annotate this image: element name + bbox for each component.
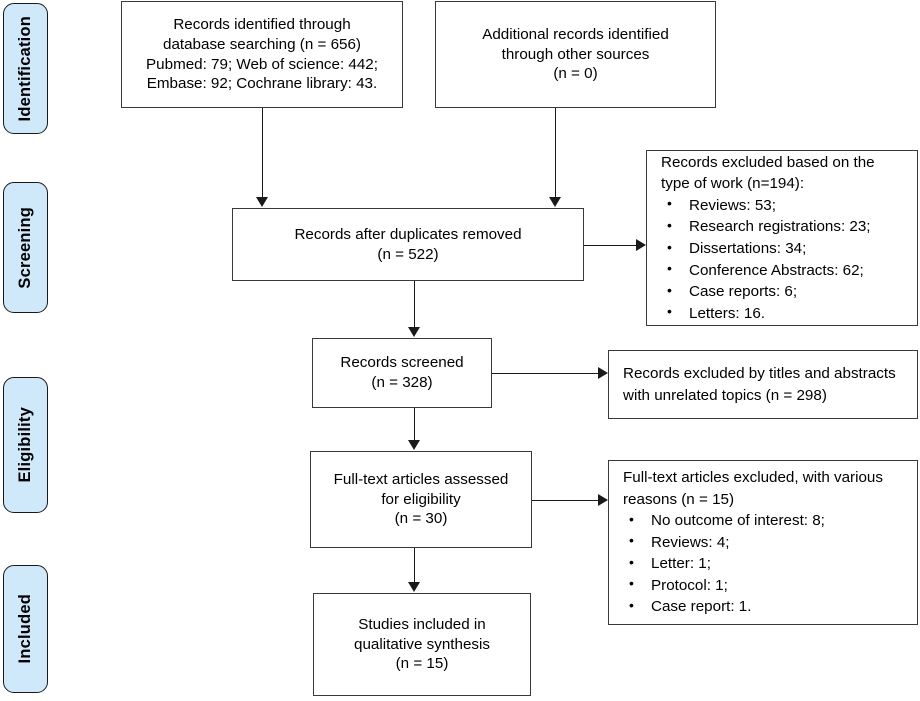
connector-screened-to-excluded-titles	[492, 373, 598, 374]
box-line: for eligibility	[381, 490, 461, 508]
stage-label-included: Included	[16, 594, 35, 664]
connector-duplicates-to-excluded-type	[584, 245, 636, 246]
list-item: Conference Abstracts: 62;	[661, 259, 871, 282]
list-item: No outcome of interest: 8;	[623, 510, 825, 532]
box-line: Pubmed: 79; Web of science: 442;	[146, 55, 378, 73]
list-item: Reviews: 53;	[661, 194, 871, 217]
box-line: with unrelated topics (n = 298)	[623, 386, 827, 404]
list-item: Protocol: 1;	[623, 574, 825, 597]
box-line: type of work (n=194):	[661, 175, 805, 193]
exclusion-reason-list: No outcome of interest: 8; Reviews: 4; L…	[623, 510, 825, 618]
connector-fulltext-to-excluded	[532, 500, 598, 501]
box-line: (n = 0)	[553, 65, 598, 83]
arrowhead-additional-to-duplicates	[549, 197, 561, 207]
list-item: Case reports: 6;	[661, 281, 871, 303]
box-fulltext-excluded: Full-text articles excluded, with variou…	[608, 460, 918, 625]
box-line: Additional records identified	[482, 25, 669, 43]
box-line: Records after duplicates removed	[294, 225, 522, 243]
arrowhead-duplicates-to-screened	[408, 327, 420, 337]
box-line: Records identified through	[173, 16, 351, 33]
connector-identified-to-duplicates	[262, 108, 263, 198]
list-item: Letter: 1;	[623, 553, 825, 575]
box-line: Studies included in	[358, 615, 486, 633]
box-line: (n = 328)	[371, 374, 433, 391]
stage-label-eligibility: Eligibility	[16, 407, 35, 483]
list-item: Research registrations: 23;	[661, 216, 871, 238]
box-line: Full-text articles assessed	[333, 470, 509, 488]
box-line: through other sources	[501, 45, 650, 63]
stage-pill-included: Included	[3, 565, 48, 693]
arrowhead-duplicates-to-excluded-type	[636, 239, 646, 251]
box-line: Records screened	[340, 354, 464, 372]
box-line: Records excluded based on the	[661, 153, 875, 171]
box-duplicates-removed: Records after duplicates removed (n = 52…	[232, 208, 584, 281]
list-item: Dissertations: 34;	[661, 238, 871, 260]
box-additional-records: Additional records identified through ot…	[435, 1, 716, 108]
arrowhead-screened-to-excluded-titles	[598, 367, 608, 379]
exclusion-reason-list: Reviews: 53; Research registrations: 23;…	[661, 194, 871, 325]
box-line: reasons (n = 15)	[623, 490, 735, 508]
box-records-screened: Records screened (n = 328)	[312, 338, 492, 408]
connector-duplicates-to-screened	[414, 281, 415, 328]
box-line: database searching (n = 656)	[163, 35, 361, 53]
stage-label-identification: Identification	[16, 15, 35, 122]
box-excluded-titles-abstracts: Records excluded by titles and abstracts…	[608, 350, 918, 419]
box-studies-included: Studies included in qualitative synthesi…	[313, 593, 531, 696]
box-line: Embase: 92; Cochrane library: 43.	[146, 75, 378, 93]
box-line: (n = 522)	[377, 245, 439, 263]
stage-pill-screening: Screening	[3, 182, 48, 313]
arrowhead-screened-to-fulltext	[408, 440, 420, 450]
box-line: Full-text articles excluded, with variou…	[623, 468, 883, 486]
box-excluded-type-of-work: Records excluded based on the type of wo…	[646, 150, 918, 326]
box-line: Records excluded by titles and abstracts	[623, 364, 896, 382]
arrowhead-identified-to-duplicates	[256, 197, 268, 207]
stage-label-screening: Screening	[16, 206, 35, 289]
box-line: qualitative synthesis	[354, 635, 490, 653]
connector-screened-to-fulltext	[414, 408, 415, 440]
box-records-identified: Records identified through database sear…	[121, 1, 403, 108]
connector-additional-to-duplicates	[555, 108, 556, 198]
box-line: (n = 15)	[395, 655, 449, 673]
connector-fulltext-to-included	[414, 548, 415, 583]
list-item: Reviews: 4;	[623, 531, 825, 554]
stage-pill-identification: Identification	[3, 3, 48, 134]
arrowhead-fulltext-to-excluded	[598, 494, 608, 506]
arrowhead-fulltext-to-included	[408, 582, 420, 592]
box-line: (n = 30)	[394, 510, 448, 528]
list-item: Case report: 1.	[623, 596, 825, 618]
list-item: Letters: 16.	[661, 302, 871, 325]
box-fulltext-assessed: Full-text articles assessed for eligibil…	[310, 451, 532, 548]
stage-pill-eligibility: Eligibility	[3, 377, 48, 513]
